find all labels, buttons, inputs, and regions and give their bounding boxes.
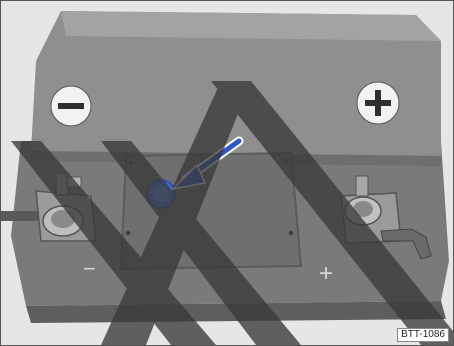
cover-screw-3 <box>126 231 130 235</box>
plus-circle-icon <box>357 82 399 124</box>
minus-circle-icon <box>51 86 91 126</box>
case-positive-marking: + <box>319 260 333 287</box>
figure-code: BTT-1086 <box>397 328 449 342</box>
case-negative-marking: − <box>83 256 96 281</box>
battery-lid-top-edge <box>61 11 441 41</box>
cover-screw-4 <box>289 231 293 235</box>
